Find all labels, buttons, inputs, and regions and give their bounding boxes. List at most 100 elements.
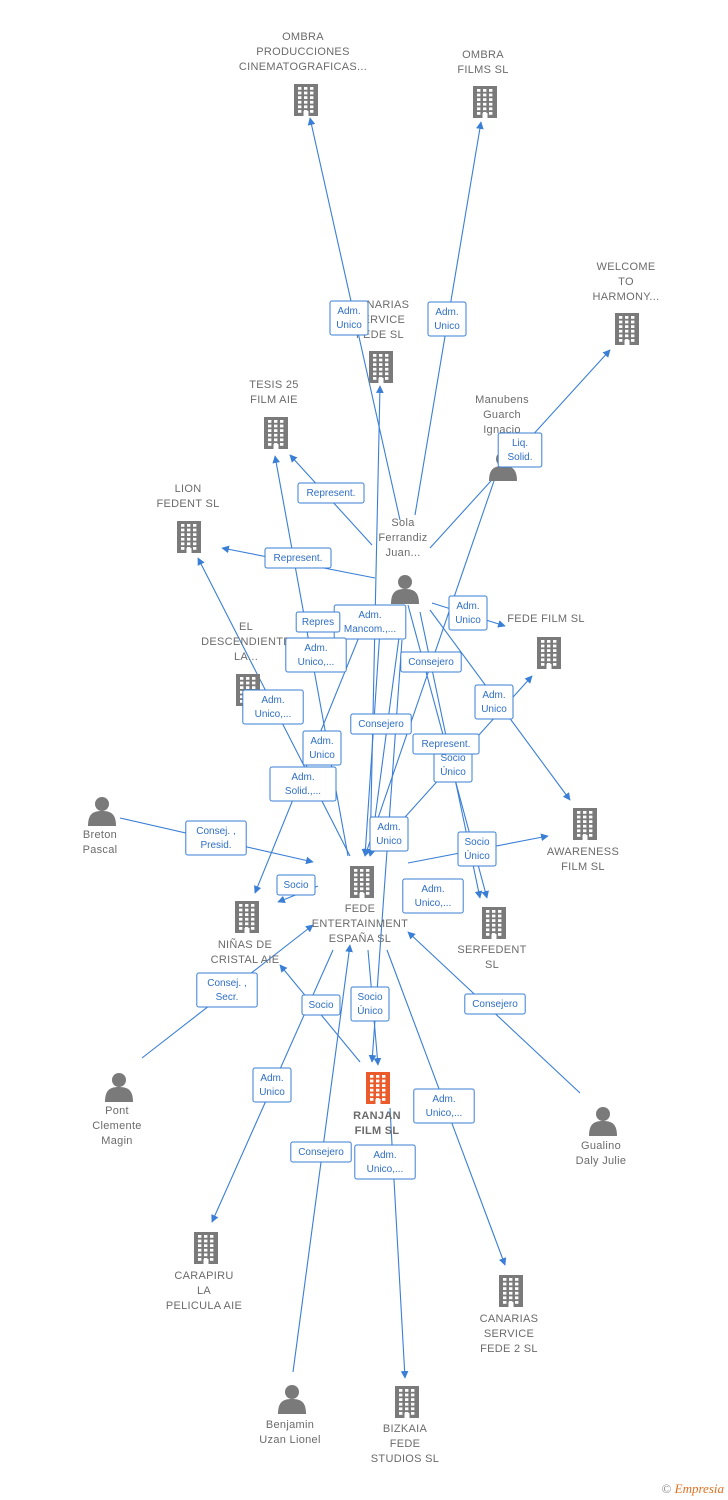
node-label-line: EL bbox=[239, 621, 253, 633]
footer-credit: © Empresia bbox=[662, 1481, 725, 1497]
building-icon bbox=[264, 417, 288, 449]
edge-label[interactable]: Represent. bbox=[297, 482, 365, 504]
node-label-line: FEDE FILM SL bbox=[507, 613, 585, 625]
edge-label[interactable]: Represent. bbox=[412, 733, 480, 755]
edge-label[interactable]: Adm.Unico bbox=[302, 730, 342, 766]
node-label-line: LA bbox=[197, 1285, 211, 1297]
building-icon bbox=[395, 1386, 419, 1418]
building-icon bbox=[473, 86, 497, 118]
edge-label-text: Unico bbox=[481, 704, 507, 715]
edge-label-text: Unico,... bbox=[415, 898, 452, 909]
edge-label[interactable]: Adm.Unico bbox=[252, 1067, 292, 1103]
building-icon bbox=[366, 1072, 390, 1104]
edge-label[interactable]: Consej. ,Secr. bbox=[196, 972, 258, 1008]
edge-label[interactable]: Adm.Mancom.,... bbox=[333, 604, 407, 640]
edge-label[interactable]: Consejero bbox=[290, 1141, 352, 1163]
building-icon bbox=[499, 1275, 523, 1307]
edge-label-text: Presid. bbox=[200, 840, 231, 851]
node-label-line: Clemente bbox=[92, 1120, 141, 1132]
edge-label[interactable]: Adm.Solid.,... bbox=[269, 766, 337, 802]
building-icon bbox=[573, 808, 597, 840]
node-ombra_prod[interactable]: OMBRAPRODUCCIONESCINEMATOGRAFICAS... bbox=[239, 31, 367, 116]
node-label-line: PELICULA AIE bbox=[166, 1300, 242, 1312]
edge-label[interactable]: Adm.Unico,... bbox=[242, 689, 304, 725]
node-label-line: Daly Julie bbox=[576, 1155, 627, 1167]
node-label-line: Uzan Lionel bbox=[259, 1434, 320, 1446]
node-label-line: Gualino bbox=[581, 1140, 621, 1152]
edge-label-text: Unico bbox=[259, 1087, 285, 1098]
edge-label[interactable]: Socio bbox=[301, 994, 341, 1016]
edge-label-text: Socio bbox=[308, 1000, 333, 1011]
edge-label[interactable]: Adm.Unico bbox=[329, 300, 369, 336]
node-label-line: LA... bbox=[234, 651, 258, 663]
edge-label[interactable]: Adm.Unico,... bbox=[354, 1144, 416, 1180]
node-label-line: FILM AIE bbox=[250, 394, 298, 406]
edge-label-text: Liq. bbox=[512, 438, 528, 449]
edge-label-text: Represent. bbox=[307, 488, 356, 499]
edge-label[interactable]: Adm.Unico,... bbox=[413, 1088, 475, 1124]
node-label-line: Juan... bbox=[385, 547, 420, 559]
edge-label[interactable]: Consejero bbox=[464, 993, 526, 1015]
node-label-line: ESPAÑA SL bbox=[329, 932, 391, 945]
node-fede_film[interactable]: FEDE FILM SL bbox=[507, 613, 585, 669]
node-label-line: FEDENT SL bbox=[156, 498, 219, 510]
copyright-symbol: © bbox=[661, 1481, 672, 1496]
edge-label-text: Solid.,... bbox=[285, 786, 321, 797]
edge-label-text: Adm. bbox=[373, 1150, 396, 1161]
edge-label-text: Único bbox=[440, 765, 466, 778]
node-label-line: SERVICE bbox=[484, 1328, 534, 1340]
edge-label-text: Consejero bbox=[408, 657, 454, 668]
node-label-line: Ferrandiz bbox=[378, 532, 427, 544]
node-label-line: FEDE bbox=[345, 903, 376, 915]
edge-label[interactable]: Adm.Unico bbox=[427, 301, 467, 337]
node-label-line: OMBRA bbox=[462, 49, 504, 61]
edge-label[interactable]: Consejero bbox=[400, 651, 462, 673]
edge-label-text: Solid. bbox=[507, 452, 532, 463]
edge-label-text: Socio bbox=[464, 837, 489, 848]
edge-label[interactable]: Consejero bbox=[350, 713, 412, 735]
node-label-line: Pascal bbox=[83, 844, 118, 856]
node-label-line: Manubens bbox=[475, 394, 529, 406]
node-sola[interactable]: SolaFerrandizJuan... bbox=[378, 517, 427, 604]
edge-label[interactable]: Adm.Unico bbox=[448, 595, 488, 631]
edge-label-text: Repres bbox=[302, 617, 334, 628]
edge-label[interactable]: Socio bbox=[276, 874, 316, 896]
edge-label[interactable]: Consej. ,Presid. bbox=[185, 820, 247, 856]
edge-label[interactable]: Repres bbox=[295, 611, 341, 633]
node-label-line: RANJAN bbox=[353, 1110, 401, 1122]
edge-label[interactable]: Adm.Unico bbox=[369, 816, 409, 852]
node-label-line: WELCOME bbox=[597, 261, 656, 273]
node-label-line: Sola bbox=[391, 517, 415, 529]
edge-label[interactable]: Represent. bbox=[264, 547, 332, 569]
edge-label-text: Consejero bbox=[472, 999, 518, 1010]
brand-name: Empresia bbox=[674, 1481, 724, 1496]
edge-label[interactable]: Adm.Unico bbox=[474, 684, 514, 720]
node-label-line: FILM SL bbox=[561, 861, 605, 873]
node-label-line: NIÑAS DE bbox=[218, 938, 272, 951]
edge-label-text: Unico bbox=[455, 615, 481, 626]
edge-label[interactable]: Adm.Unico,... bbox=[285, 637, 347, 673]
node-welcome[interactable]: WELCOMETOHARMONY... bbox=[593, 261, 660, 345]
edge-label[interactable]: Liq. Solid. bbox=[497, 432, 543, 468]
person-icon bbox=[278, 1385, 306, 1414]
edge-label[interactable]: Adm.Unico,... bbox=[402, 878, 464, 914]
